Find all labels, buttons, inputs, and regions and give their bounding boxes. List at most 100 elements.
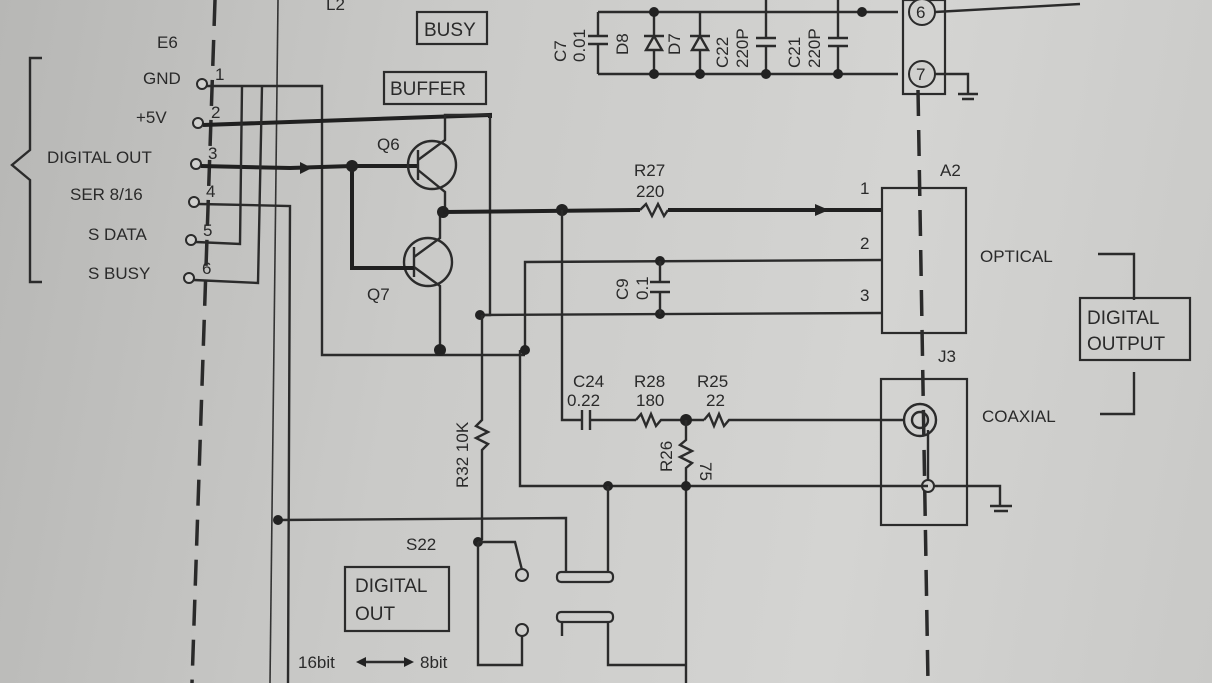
r28-resistor xyxy=(635,410,704,430)
buffer-box xyxy=(382,70,488,106)
d8-ref: D8 xyxy=(613,33,632,55)
c9-capacitor xyxy=(650,261,670,314)
s22-label: S22 xyxy=(406,535,436,554)
coax-outer xyxy=(902,402,938,438)
wire-digital-out xyxy=(200,164,418,171)
r25-resistor xyxy=(703,410,903,430)
junction xyxy=(273,515,283,525)
a2-pin-3: 3 xyxy=(860,286,869,305)
left-board-boundary xyxy=(190,0,217,683)
busy-label: BUSY xyxy=(424,20,476,41)
coax-ground xyxy=(926,430,1002,505)
junction xyxy=(857,7,867,17)
connector-bracket xyxy=(10,56,42,284)
c22-ref: C22 xyxy=(713,37,732,68)
r27-value: 220 xyxy=(636,182,664,201)
buffer-label: BUFFER xyxy=(390,79,466,100)
r26-resistor xyxy=(677,420,695,683)
a2-pin-2: 2 xyxy=(860,234,869,253)
pin-label-sdata: S DATA xyxy=(88,225,148,244)
terminal-7-label: 7 xyxy=(916,65,925,84)
junction xyxy=(649,69,659,79)
digital-out-box xyxy=(343,565,451,633)
c9-value: 0.1 xyxy=(633,276,652,300)
s22-contact xyxy=(515,623,529,637)
coaxial-label: COAXIAL xyxy=(982,407,1056,426)
s22-slider-top xyxy=(555,570,615,584)
bit16-label: 16bit xyxy=(298,653,335,672)
c24-ref: C24 xyxy=(573,372,604,391)
digital-output-box xyxy=(1078,296,1192,362)
d7-ref: D7 xyxy=(665,33,684,55)
j3-coax-jack xyxy=(879,377,969,527)
wire-a2-pin2 xyxy=(523,258,883,350)
terminal-6-label: 6 xyxy=(916,3,925,22)
junction xyxy=(681,481,691,491)
wire-5v-rail xyxy=(480,115,492,317)
r28-value: 180 xyxy=(636,391,664,410)
c7-value: 0.01 xyxy=(570,29,589,62)
c7-ref: C7 xyxy=(551,40,570,62)
connector-ref: E6 xyxy=(157,33,178,52)
coax-inner xyxy=(910,410,930,430)
r27-resistor xyxy=(639,201,669,219)
digital-out-l1: DIGITAL xyxy=(355,576,428,597)
s22-slider-bottom xyxy=(555,610,615,624)
pin-label-sbusy: S BUSY xyxy=(88,264,150,283)
r25-value: 22 xyxy=(706,391,725,410)
s22-contact xyxy=(515,568,529,582)
arrow xyxy=(404,657,414,667)
q6-leads xyxy=(416,113,490,212)
pin-label-gnd: GND xyxy=(143,69,181,88)
terminal-wires xyxy=(934,2,1081,101)
c21-value: 220P xyxy=(805,28,824,68)
c22-capacitor xyxy=(756,0,776,74)
pin-label-digital-out: DIGITAL OUT xyxy=(47,148,152,167)
pin-number: 4 xyxy=(206,182,215,201)
q7-transistor xyxy=(402,236,454,288)
q7-leads xyxy=(412,212,442,350)
pin-number: 2 xyxy=(211,103,220,122)
digital-out-l2: OUT xyxy=(355,604,396,625)
pin-number: 5 xyxy=(203,221,212,240)
ground-bus xyxy=(518,350,928,488)
arrow xyxy=(815,204,829,216)
junction xyxy=(833,69,843,79)
junction xyxy=(346,160,358,172)
connector-pins xyxy=(183,78,208,284)
a2-optical-module xyxy=(880,186,968,335)
wire-gnd xyxy=(207,84,525,357)
right-board-boundary xyxy=(916,89,930,683)
c9-ref: C9 xyxy=(613,278,632,300)
q7-label: Q7 xyxy=(367,285,390,304)
digital-output-l1: DIGITAL xyxy=(1087,308,1160,329)
pin-label-5v: +5V xyxy=(136,108,167,127)
pin-number: 3 xyxy=(208,144,217,163)
a2-label: A2 xyxy=(940,161,961,180)
regulator-block xyxy=(901,0,947,96)
a2-pin-1: 1 xyxy=(860,179,869,198)
c7-capacitor xyxy=(588,12,608,74)
junction xyxy=(761,69,771,79)
ground-symbol xyxy=(990,504,1012,513)
arrow xyxy=(300,162,312,174)
s22-wire xyxy=(476,542,524,667)
r25-ref: R25 xyxy=(697,372,728,391)
r32-label: R32 10K xyxy=(453,421,472,488)
junction xyxy=(475,310,485,320)
c21-capacitor xyxy=(828,0,848,74)
wire-5v xyxy=(202,112,492,127)
bracket-optical xyxy=(1098,252,1136,300)
wire-base xyxy=(350,166,414,270)
wire-sbusy xyxy=(193,85,264,285)
bracket-coaxial xyxy=(1100,372,1136,416)
c24-capacitor xyxy=(560,210,636,430)
junction xyxy=(649,7,659,17)
l2-label: L2 xyxy=(326,0,345,14)
r26-ref: R26 xyxy=(657,441,676,472)
wire-ser xyxy=(198,202,292,683)
r27-ref: R27 xyxy=(634,161,665,180)
s22-wires xyxy=(560,486,686,667)
wire-ser-switch xyxy=(277,516,568,572)
s22-lever xyxy=(478,540,524,571)
